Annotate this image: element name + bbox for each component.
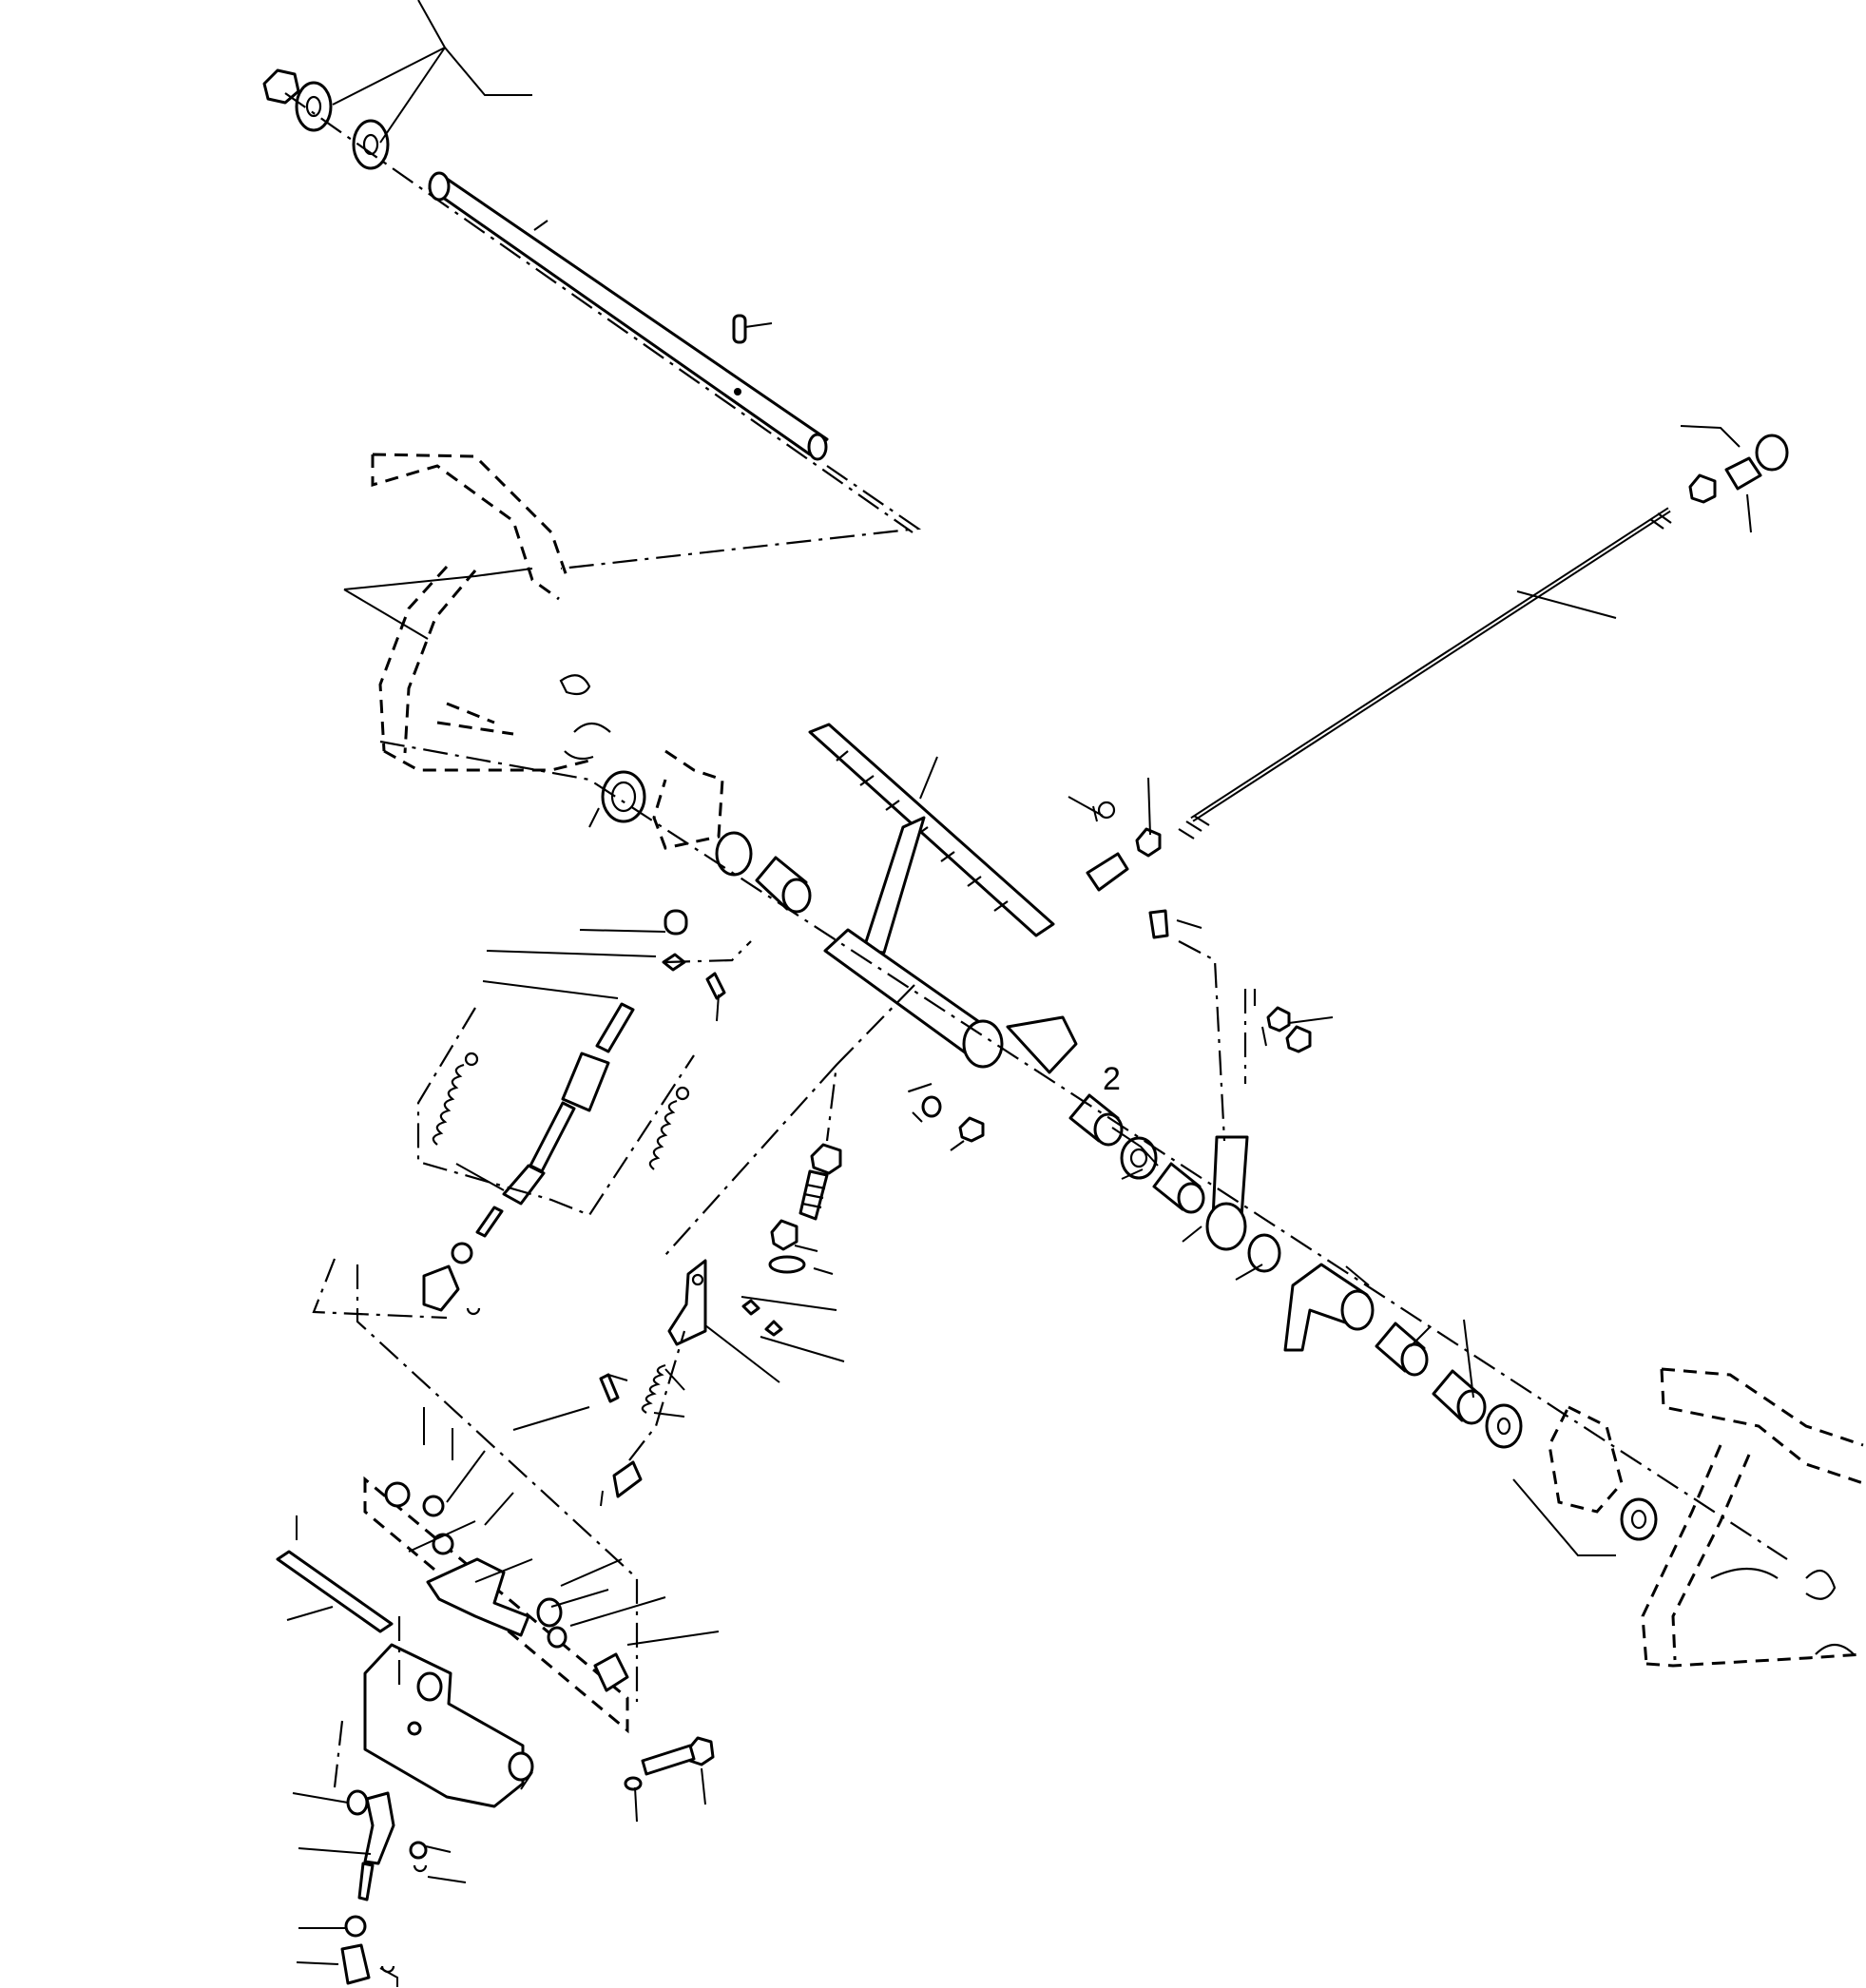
return-spring-right xyxy=(648,1099,678,1170)
center-bolt-group xyxy=(768,1143,842,1274)
lower-clevis-arm xyxy=(363,1791,395,1865)
washer-top-2 xyxy=(352,119,390,170)
lower-clevis xyxy=(422,1264,460,1312)
parking-linkage xyxy=(599,1259,783,1498)
brake-pedal-group xyxy=(808,723,1078,1074)
spring-assembly xyxy=(422,909,726,1316)
small-screw xyxy=(705,972,726,1000)
roll-pin xyxy=(732,314,747,344)
pedal-pad xyxy=(808,723,1055,937)
clevis-nut xyxy=(1135,827,1162,858)
threaded-rod-upper xyxy=(595,1002,635,1053)
rod-end-sleeve xyxy=(1724,456,1762,491)
linkage-pin xyxy=(599,1373,620,1403)
rod-end-top xyxy=(664,909,688,936)
washer-mid-1 xyxy=(1120,1136,1158,1180)
washer-right-1 xyxy=(1485,1403,1523,1449)
pedal-stop-bracket xyxy=(1006,1015,1078,1074)
cross-shaft-group xyxy=(262,68,829,461)
lock-nut-center xyxy=(958,1116,985,1143)
seal-ring-left xyxy=(601,770,646,823)
bracket-block xyxy=(363,1643,525,1808)
assembly-centerlines xyxy=(284,92,1788,1788)
pivot-pin xyxy=(276,1550,394,1633)
cross-shaft xyxy=(428,177,829,456)
rod-hex-nut xyxy=(1688,473,1717,504)
flat-washer-center xyxy=(921,1095,942,1118)
rod-connector-upper xyxy=(561,1052,610,1112)
hex-nut-center xyxy=(770,1219,798,1251)
lower-bracket-assembly xyxy=(276,1476,715,1985)
o-ring-left xyxy=(715,831,753,877)
lever-bushing xyxy=(593,1652,629,1692)
linkage-spring xyxy=(641,1363,666,1414)
washer-right-2 xyxy=(1620,1497,1658,1541)
return-spring-left xyxy=(432,1063,465,1146)
support-bracket xyxy=(1283,1263,1369,1352)
pedal-arm xyxy=(861,816,926,955)
lock-nuts-right xyxy=(921,1006,1312,1143)
bushing-row xyxy=(601,770,1658,1541)
linkage-end-block xyxy=(612,1460,643,1498)
ratchet-plate xyxy=(667,1259,707,1346)
rod-end-eye xyxy=(1755,434,1789,472)
mounting-plate xyxy=(363,1476,629,1734)
adjuster-rod-group xyxy=(1086,434,1789,939)
phantom-pedal-left xyxy=(371,453,724,850)
reference-leaders xyxy=(286,0,1752,1987)
hex-nut-top xyxy=(262,68,300,105)
hex-bolt-head xyxy=(810,1143,842,1175)
rod-clevis xyxy=(1086,852,1129,892)
clevis-pin xyxy=(1148,909,1169,939)
phantom-pedal-right xyxy=(1548,1367,1864,1668)
washer-mid-2 xyxy=(1247,1233,1281,1273)
rod-connector-lower xyxy=(502,1164,546,1206)
lock-washer-center xyxy=(768,1255,806,1274)
bottom-rod-end xyxy=(340,1943,371,1985)
callout-2-bushing-group: 2 xyxy=(1103,1061,1121,1097)
washer-top-1 xyxy=(295,81,333,132)
release-lever xyxy=(426,1557,530,1637)
lower-nut xyxy=(451,1242,473,1264)
bottom-nut xyxy=(344,1915,367,1938)
